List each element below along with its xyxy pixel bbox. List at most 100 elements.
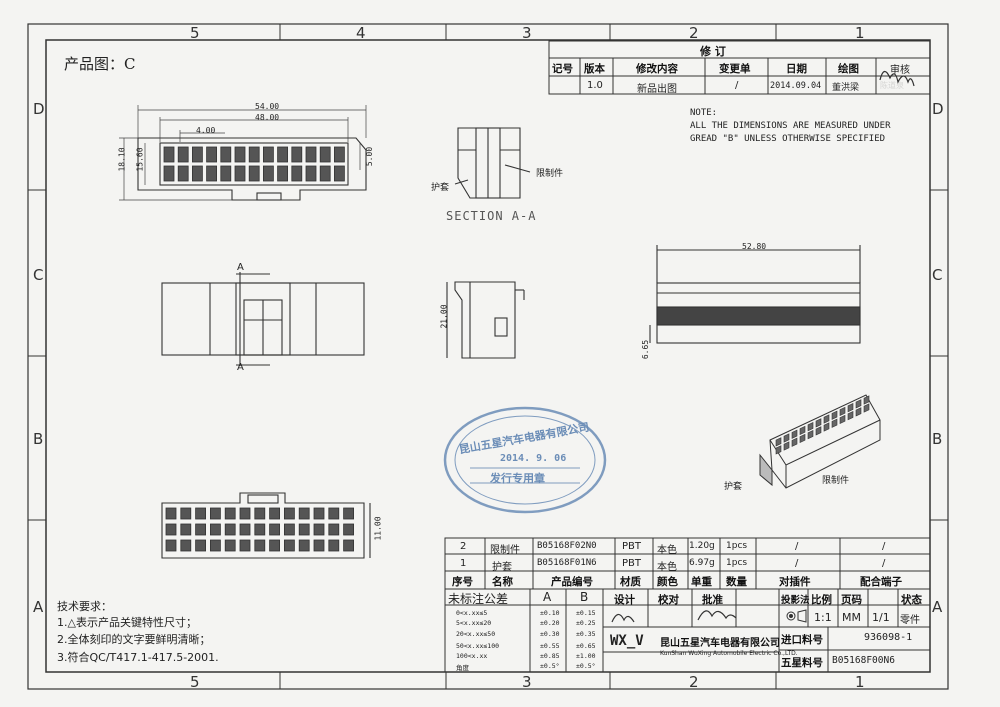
company-logo: WX_V (610, 633, 644, 649)
tb-part-value: B05168F00N6 (832, 655, 895, 666)
bom-h-name: 名称 (492, 576, 513, 588)
terminal-cavity (783, 433, 790, 443)
dim-48: 48.00 (255, 113, 280, 122)
tol-row-1-col-1: ±0.20 (540, 619, 560, 627)
terminal-cavity (254, 539, 266, 552)
tol-row-3-col-1: ±0.55 (540, 642, 560, 650)
terminal-cavity (791, 429, 798, 439)
dim-11-00: 11.00 (373, 516, 383, 541)
terminal-cavity (298, 507, 310, 520)
dim-5-00: 5.00 (365, 146, 375, 167)
bom-r1-qty: 1pcs (726, 541, 748, 551)
terminal-cavity (262, 146, 274, 163)
terminal-cavity (343, 507, 355, 520)
terminal-cavity (283, 523, 295, 536)
terminal-cavity (239, 523, 251, 536)
label-retainer-iso: 限制件 (822, 476, 850, 486)
rev-h-change: 变更单 (719, 63, 751, 75)
terminal-cavity (815, 426, 822, 436)
terminal-cavity (195, 523, 207, 536)
tb-status: 零件 (900, 615, 920, 626)
zone-left-B: B (33, 430, 44, 448)
tb-page: 1/1 (872, 611, 890, 624)
bom-r2-qty: 1pcs (726, 558, 748, 568)
terminal-cavity (305, 165, 317, 182)
bom-r2-name: 护套 (492, 562, 512, 573)
terminal-cavity (298, 523, 310, 536)
terminal-cavity (831, 410, 838, 420)
tol-row-0-col-2: ±0.15 (576, 609, 596, 617)
terminal-cavity (291, 165, 303, 182)
terminal-cavity (831, 418, 838, 428)
terminal-cavity (799, 433, 806, 444)
terminal-cavity (224, 507, 236, 520)
bom-r1-code: B05168F02N0 (537, 541, 597, 551)
terminal-cavity (163, 146, 175, 163)
zone-right-D: D (932, 100, 944, 118)
bom-h-weight: 单重 (691, 576, 712, 588)
terminal-cavity (799, 425, 806, 436)
tol-row-3-col-2: ±0.65 (576, 642, 596, 650)
tol-row-5-col-0: 角度 (456, 664, 469, 672)
terminal-cavity (319, 165, 331, 182)
terminal-cavity (823, 414, 830, 424)
tol-row-2-col-1: ±0.30 (540, 630, 560, 638)
rev-version: 1.0 (587, 80, 603, 91)
bom-r1-weight: 1.20g (689, 541, 715, 551)
bom-h-qty: 数量 (726, 576, 747, 588)
tol-row-0-col-1: ±0.10 (540, 609, 560, 617)
terminal-cavity (165, 539, 177, 552)
terminal-cavity (847, 403, 854, 413)
terminal-cavity (165, 523, 177, 536)
bom-h-mate: 对插件 (779, 576, 811, 588)
rev-date: 2014.09.04 (770, 81, 822, 91)
terminal-cavity (239, 507, 251, 520)
terminal-cavity (239, 539, 251, 552)
terminal-cavity (195, 539, 207, 552)
terminal-cavity (277, 146, 289, 163)
tech-title: 技术要求： (57, 600, 112, 613)
bom-h-color: 颜色 (657, 576, 678, 588)
terminal-cavity (191, 165, 203, 182)
revision-title: 修 订 (700, 45, 726, 58)
zone-left-D: D (33, 100, 45, 118)
terminal-cavity (328, 523, 340, 536)
terminal-cavity (191, 146, 203, 163)
terminal-cavity (269, 539, 281, 552)
bom-r1-name: 限制件 (490, 545, 520, 556)
terminal-cavity (298, 539, 310, 552)
terminal-cavity (209, 539, 221, 552)
note-line2: GREAD "B" UNLESS OTHERWISE SPECIFIED (690, 134, 886, 144)
bom-r2-no: 1 (460, 558, 467, 569)
zone-top-5: 5 (190, 24, 200, 42)
zone-bottom-3: 3 (522, 673, 532, 691)
zone-top-1: 1 (855, 24, 865, 42)
page-title: 产品图：C (64, 55, 136, 73)
terminal-cavity (791, 437, 798, 447)
terminal-cavity (163, 165, 175, 182)
tech-item-3: 3.符合QC/T417.1-417.5-2001. (57, 651, 219, 664)
dim-6-65: 6.65 (641, 339, 651, 360)
terminal-cavity (224, 523, 236, 536)
terminal-cavity (291, 146, 303, 163)
tol-row-5-col-1: ±0.5° (540, 662, 560, 670)
zone-top-3: 3 (522, 24, 532, 42)
terminal-cavity (254, 507, 266, 520)
dim-21-00: 21.00 (439, 304, 449, 329)
terminal-cavity (343, 539, 355, 552)
terminal-cavity (220, 146, 232, 163)
dim-15-60: 15.60 (135, 147, 145, 172)
terminal-cavity (206, 165, 218, 182)
terminal-cavity (807, 430, 814, 440)
terminal-cavity (775, 445, 782, 455)
stamp-date: 2014. 9. 06 (500, 453, 567, 464)
zone-right-C: C (932, 266, 943, 284)
tb-scale: 1:1 (814, 611, 832, 624)
rev-drawer: 董洪梁 (832, 83, 860, 93)
terminal-cavity (177, 165, 189, 182)
terminal-cavity (277, 165, 289, 182)
terminal-cavity (220, 165, 232, 182)
note-line1: ALL THE DIMENSIONS ARE MEASURED UNDER (690, 121, 891, 131)
